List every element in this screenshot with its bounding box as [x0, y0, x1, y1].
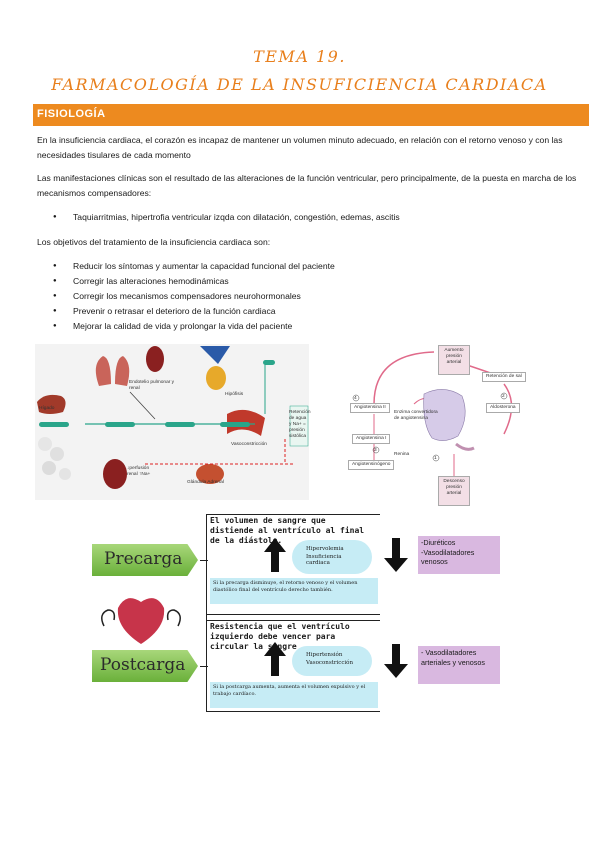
- precarga-definition: El volumen de sangre que distiende al ve…: [210, 516, 365, 545]
- label-higado: Hígado: [39, 406, 55, 411]
- precarga-note: Si la precarga disminuye, el retorno ven…: [210, 578, 378, 604]
- postcarga-cloud: Hipertensión Vasoconstricción: [292, 646, 372, 676]
- paragraph-intro: En la insuficiencia cardiaca, el corazón…: [37, 135, 563, 160]
- list-item: Taquiarritmias, hipertrofia ventricular …: [37, 210, 589, 225]
- lung-right-icon: [115, 356, 130, 386]
- drug-item: -Diuréticos: [421, 538, 456, 547]
- list-item: Corregir los mecanismos compensadores ne…: [37, 289, 589, 304]
- postcarga-label: Postcarga: [100, 655, 186, 675]
- section-heading: FISIOLOGÍA: [37, 108, 106, 120]
- adrenal-icon: [196, 464, 224, 484]
- arrow-down-icon: [384, 644, 408, 678]
- number-1: 1: [434, 456, 437, 461]
- drug-item: - Vasodilatadores arteriales y venosos: [421, 648, 485, 667]
- label-vasoconstriccion: Vasoconstricción: [231, 442, 267, 447]
- drug-item: -Vasodilatadores venosos: [421, 547, 475, 567]
- postcarga-drugs: - Vasodilatadores arteriales y venosos: [418, 646, 500, 684]
- raas-physiology-figure: Hígado Endotelio pulmonar y renal Hipófi…: [35, 344, 311, 500]
- postcarga-definition: Resistencia que el ventrículo izquierdo …: [210, 622, 350, 651]
- precarga-cloud: Hipervolemia Insuficiencia cardiaca: [292, 540, 372, 574]
- liver-icon: [37, 394, 66, 414]
- title-line-2: FARMACOLOGÍA DE LA INSUFICIENCIA CARDIAC…: [51, 75, 548, 94]
- cloud-item-2: Insuficiencia cardiaca: [306, 554, 342, 566]
- postcarga-tag: Postcarga: [92, 650, 198, 682]
- pituitary-gland-icon: [206, 366, 226, 390]
- paragraph-objectives: Los objetivos del tratamiento de la insu…: [37, 237, 271, 247]
- list-item: Prevenir o retrasar el deterioro de la f…: [37, 304, 589, 319]
- precarga-drugs: -Diuréticos -Vasodilatadores venosos: [418, 536, 500, 574]
- number-2: 2: [502, 394, 505, 399]
- paragraph-manifestations: Las manifestaciones clínicas son el resu…: [37, 173, 577, 198]
- precarga-postcarga-figure: Precarga Postcarga El volumen de sangre …: [88, 510, 500, 714]
- label-glandula: Glándula Adrenal: [187, 480, 224, 485]
- kidney-icon: [423, 389, 466, 441]
- label-angiotensinogeno: Angiotensinógeno: [348, 460, 395, 470]
- heart-icon: [101, 598, 181, 644]
- arrow-down-icon: [384, 538, 408, 572]
- title-line-1: TEMA 19.: [253, 47, 346, 66]
- label-retencion-sal: Retención de sal: [482, 372, 526, 382]
- cloud-item-1: Hipertensión: [306, 652, 343, 658]
- cloud-item-2: Vasoconstricción: [306, 660, 354, 666]
- bullet-list-2: Reducir los síntomas y aumentar la capac…: [37, 259, 589, 334]
- cloud-item-1: Hipervolemia: [306, 546, 344, 552]
- kidney-bottom-icon: [103, 459, 127, 489]
- label-retencion: Retención de agua y Na+ = presión sistól…: [289, 410, 311, 439]
- number-4: 4: [354, 396, 357, 401]
- label-renina: Renina: [394, 452, 410, 457]
- label-endotelio: Endotelio pulmonar y renal: [129, 380, 175, 391]
- precarga-label: Precarga: [104, 549, 183, 569]
- label-descenso: Descenso presión arterial: [438, 476, 470, 506]
- list-item: Reducir los síntomas y aumentar la capac…: [37, 259, 589, 274]
- section-bar: FISIOLOGÍA: [33, 104, 589, 126]
- label-perfusion: ↓perfusión renal ↑Na+: [127, 466, 151, 477]
- label-hipofisis: Hipófisis: [225, 392, 244, 397]
- label-aumento: Aumento presión arterial: [438, 345, 470, 375]
- list-item: Mejorar la calidad de vida y prolongar l…: [37, 319, 589, 334]
- label-aldosterona: Aldosterona: [486, 403, 520, 413]
- lung-left-icon: [95, 356, 111, 386]
- precarga-tag: Precarga: [92, 544, 198, 576]
- pituitary-icon: [200, 346, 230, 364]
- arrow-up-icon: [264, 642, 286, 676]
- arrow-up-icon: [264, 538, 286, 572]
- label-angiotensina-1: Angiotensina I: [352, 434, 391, 444]
- list-item: Corregir las alteraciones hemodinámicas: [37, 274, 589, 289]
- label-enzima: Enzima convertidora de angiotensina: [394, 410, 438, 421]
- postcarga-note: Si la postcarga aumenta, aumenta el volu…: [210, 682, 378, 708]
- label-angiotensina-2: Angiotensina II: [350, 403, 390, 413]
- kidney-icon: [146, 346, 164, 372]
- bullet-list-1: Taquiarritmias, hipertrofia ventricular …: [37, 210, 589, 225]
- raas-cycle-figure: Aumento presión arterial Retención de sa…: [344, 344, 544, 506]
- number-3: 3: [374, 448, 377, 453]
